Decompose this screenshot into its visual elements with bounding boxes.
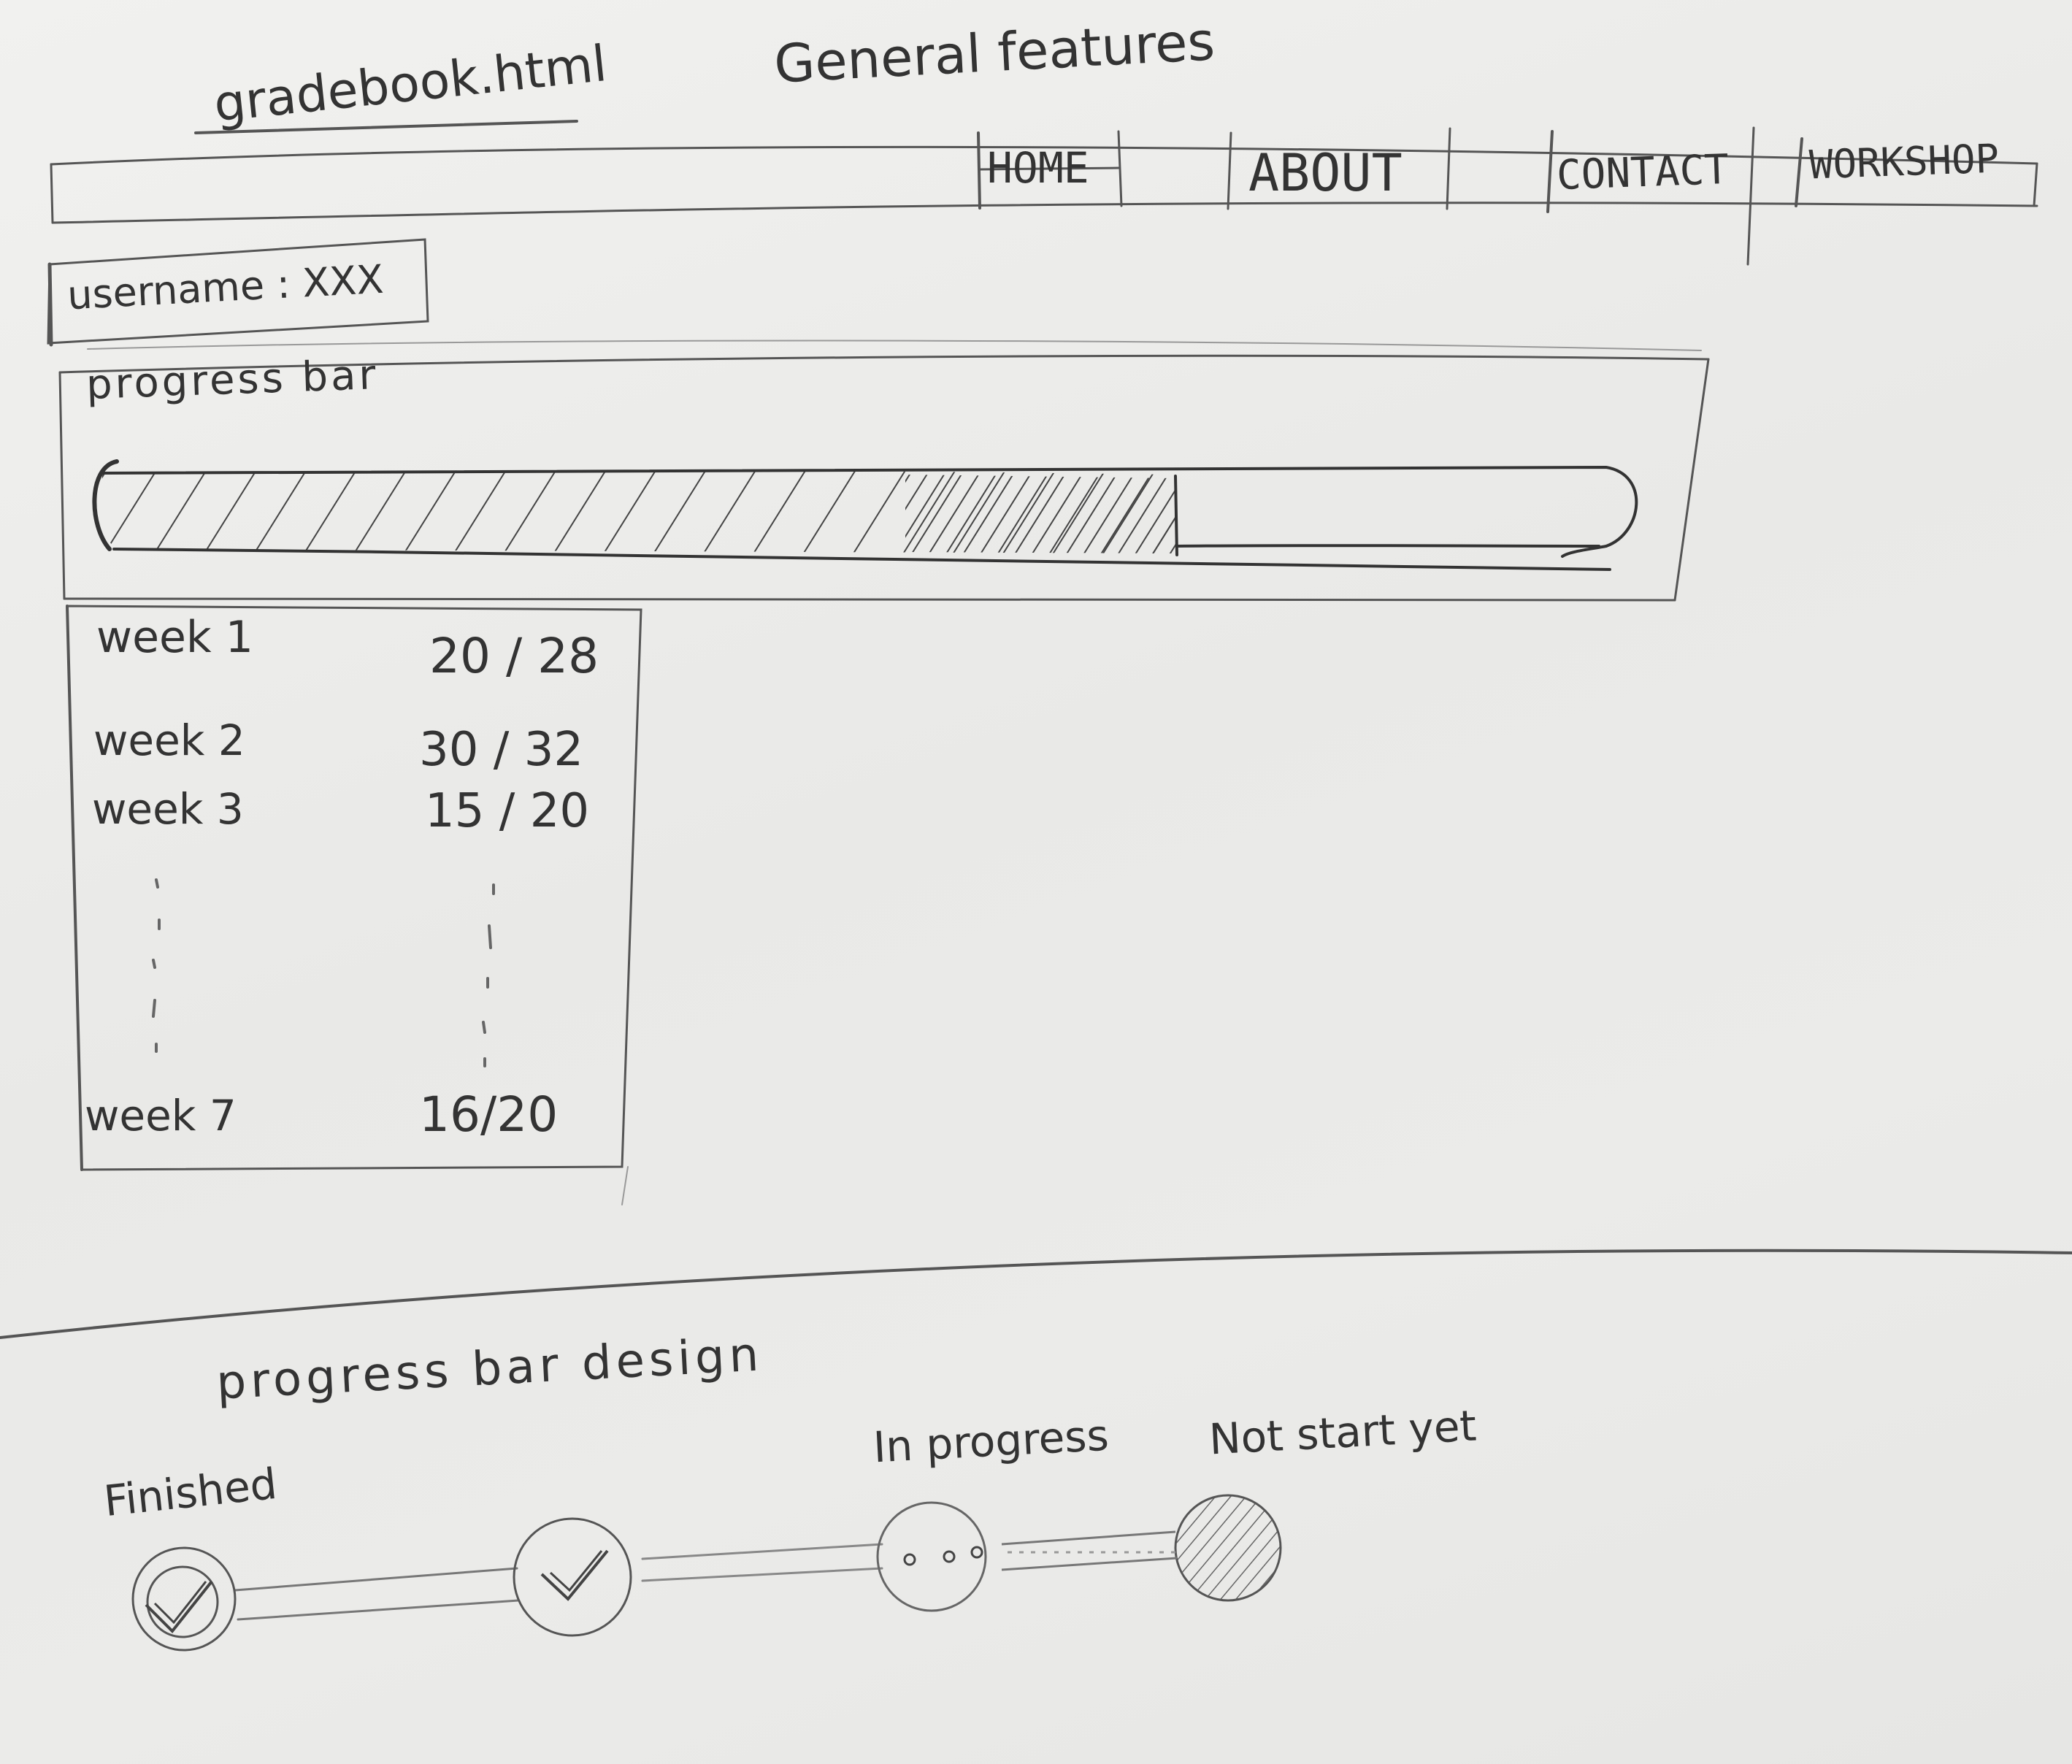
grade-row-week-3: week 3 bbox=[92, 784, 244, 834]
nav-contact-link[interactable]: CONTACT bbox=[1555, 145, 1730, 200]
check-icon bbox=[133, 1548, 235, 1650]
grade-row-score-1: 20 / 28 bbox=[429, 628, 599, 684]
nav-home-link[interactable]: HOME bbox=[987, 143, 1089, 193]
nav-about-link[interactable]: ABOUT bbox=[1248, 143, 1403, 203]
ellipsis-icon bbox=[878, 1503, 986, 1611]
check-icon bbox=[514, 1519, 631, 1635]
hatched-circle-icon bbox=[1175, 1495, 1281, 1600]
grade-row-score-7: 16/20 bbox=[419, 1086, 559, 1143]
grade-row-score-2: 30 / 32 bbox=[419, 723, 584, 777]
grade-row-week-2: week 2 bbox=[93, 716, 245, 765]
grade-row-week-7: week 7 bbox=[85, 1091, 237, 1140]
progress-bar-sketch bbox=[92, 459, 1638, 571]
progress-steps-sketch bbox=[131, 1494, 1282, 1652]
nav-workshop-link[interactable]: WORKSHOP bbox=[1808, 135, 2000, 188]
grade-row-score-3: 15 / 20 bbox=[425, 784, 590, 838]
grade-row-week-1: week 1 bbox=[96, 612, 253, 663]
